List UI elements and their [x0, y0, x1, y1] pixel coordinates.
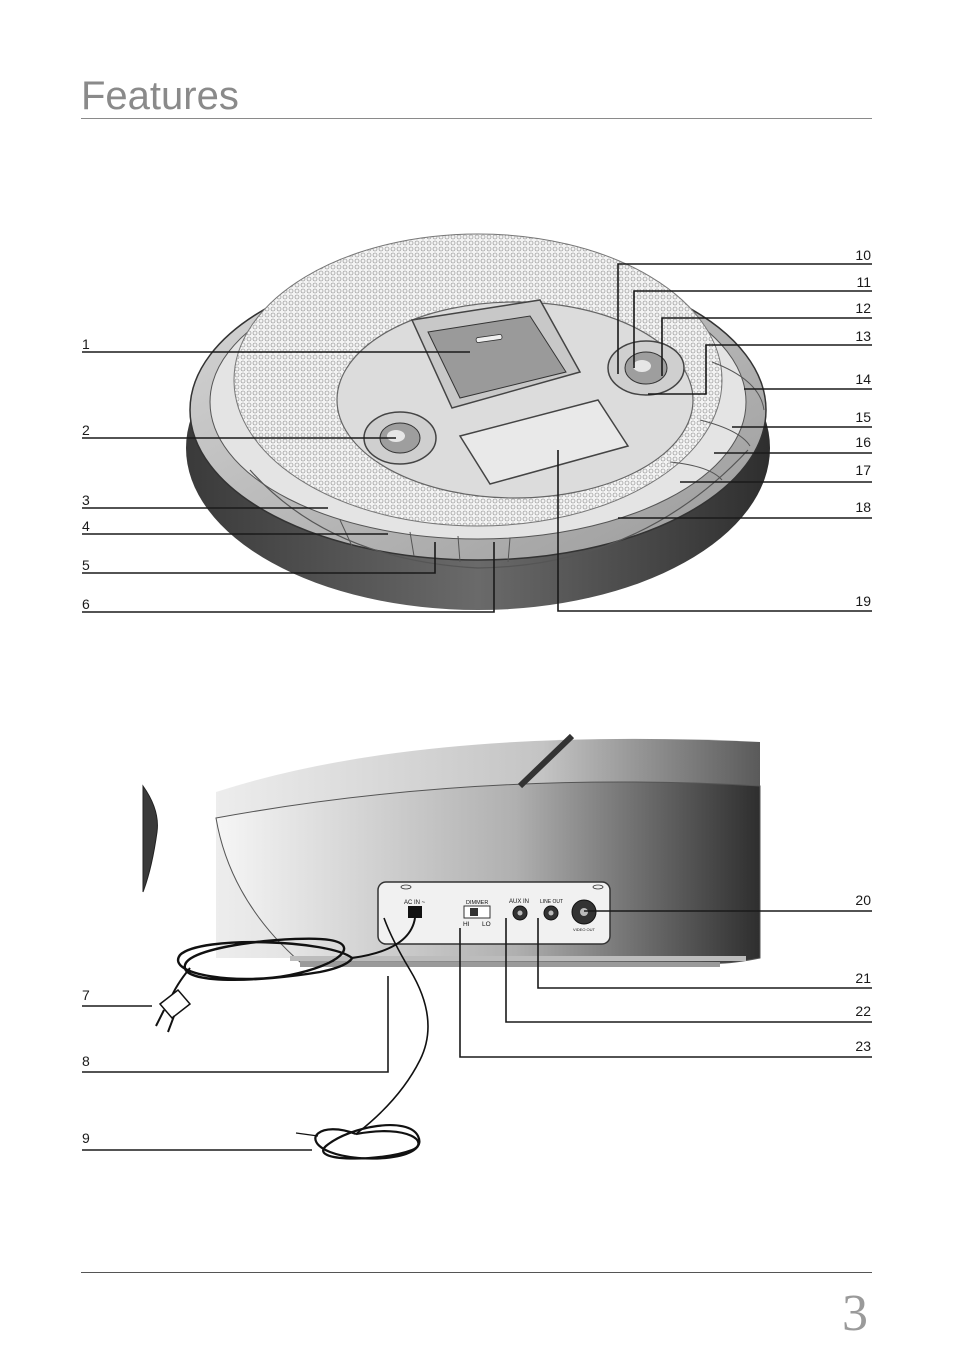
video-out-text: VIDEO OUT	[573, 927, 596, 932]
leader-5	[82, 542, 436, 574]
callout-2: 2	[82, 422, 90, 438]
leader-8	[82, 976, 389, 1073]
callout-22: 22	[855, 1003, 871, 1019]
leader-23	[459, 928, 872, 1058]
callout-14: 14	[855, 371, 871, 387]
callout-20: 20	[855, 892, 871, 908]
callout-1: 1	[82, 336, 90, 352]
callout-15: 15	[855, 409, 871, 425]
antenna-coil	[314, 1124, 421, 1160]
power-plug	[158, 988, 192, 1020]
callout-13: 13	[855, 328, 871, 344]
cord-coil	[176, 937, 354, 981]
top-leader-lines	[82, 263, 872, 613]
callout-3: 3	[82, 492, 90, 508]
callout-23: 23	[855, 1038, 871, 1054]
page-title: Features	[81, 74, 239, 118]
callout-12: 12	[855, 300, 871, 316]
callout-9: 9	[82, 1130, 90, 1146]
callout-18: 18	[855, 499, 871, 515]
callout-19: 19	[855, 593, 871, 609]
fm-antenna-wire	[355, 917, 429, 1135]
leader-11	[633, 290, 872, 368]
aux-in-text: AUX IN	[509, 899, 529, 905]
leader-22	[505, 918, 872, 1023]
callout-10: 10	[855, 247, 871, 263]
hi-text: HI	[463, 921, 470, 928]
rear-panel	[377, 881, 611, 945]
callout-6: 6	[82, 596, 90, 612]
callout-4: 4	[82, 518, 90, 534]
callout-8: 8	[82, 1053, 90, 1069]
leader-21	[537, 918, 872, 989]
leader-19	[557, 450, 872, 612]
leader-13	[648, 344, 872, 395]
leader-6	[82, 542, 495, 613]
ac-in-socket	[408, 906, 422, 918]
leader-12	[661, 317, 872, 376]
page-number: 3	[842, 1285, 868, 1342]
leader-10	[617, 263, 872, 374]
top-view-unit	[186, 233, 770, 610]
ac-in-text: AC IN ~	[404, 900, 426, 906]
display-window	[458, 399, 630, 485]
dimmer-text: DIMMER	[466, 900, 488, 906]
footer-divider	[81, 1272, 872, 1273]
title-divider	[81, 118, 872, 119]
callout-16: 16	[855, 434, 871, 450]
callout-17: 17	[855, 462, 871, 478]
rear-view-unit: AC IN ~ DIMMER HI LO AUX IN LINE OUT VID…	[142, 733, 761, 1160]
lo-text: LO	[482, 921, 491, 928]
line-out-text: LINE OUT	[540, 899, 563, 905]
callout-21: 21	[855, 970, 871, 986]
callout-5: 5	[82, 557, 90, 573]
callout-7: 7	[82, 987, 90, 1003]
callout-11: 11	[856, 274, 871, 290]
bottom-leader-lines	[82, 910, 872, 1151]
